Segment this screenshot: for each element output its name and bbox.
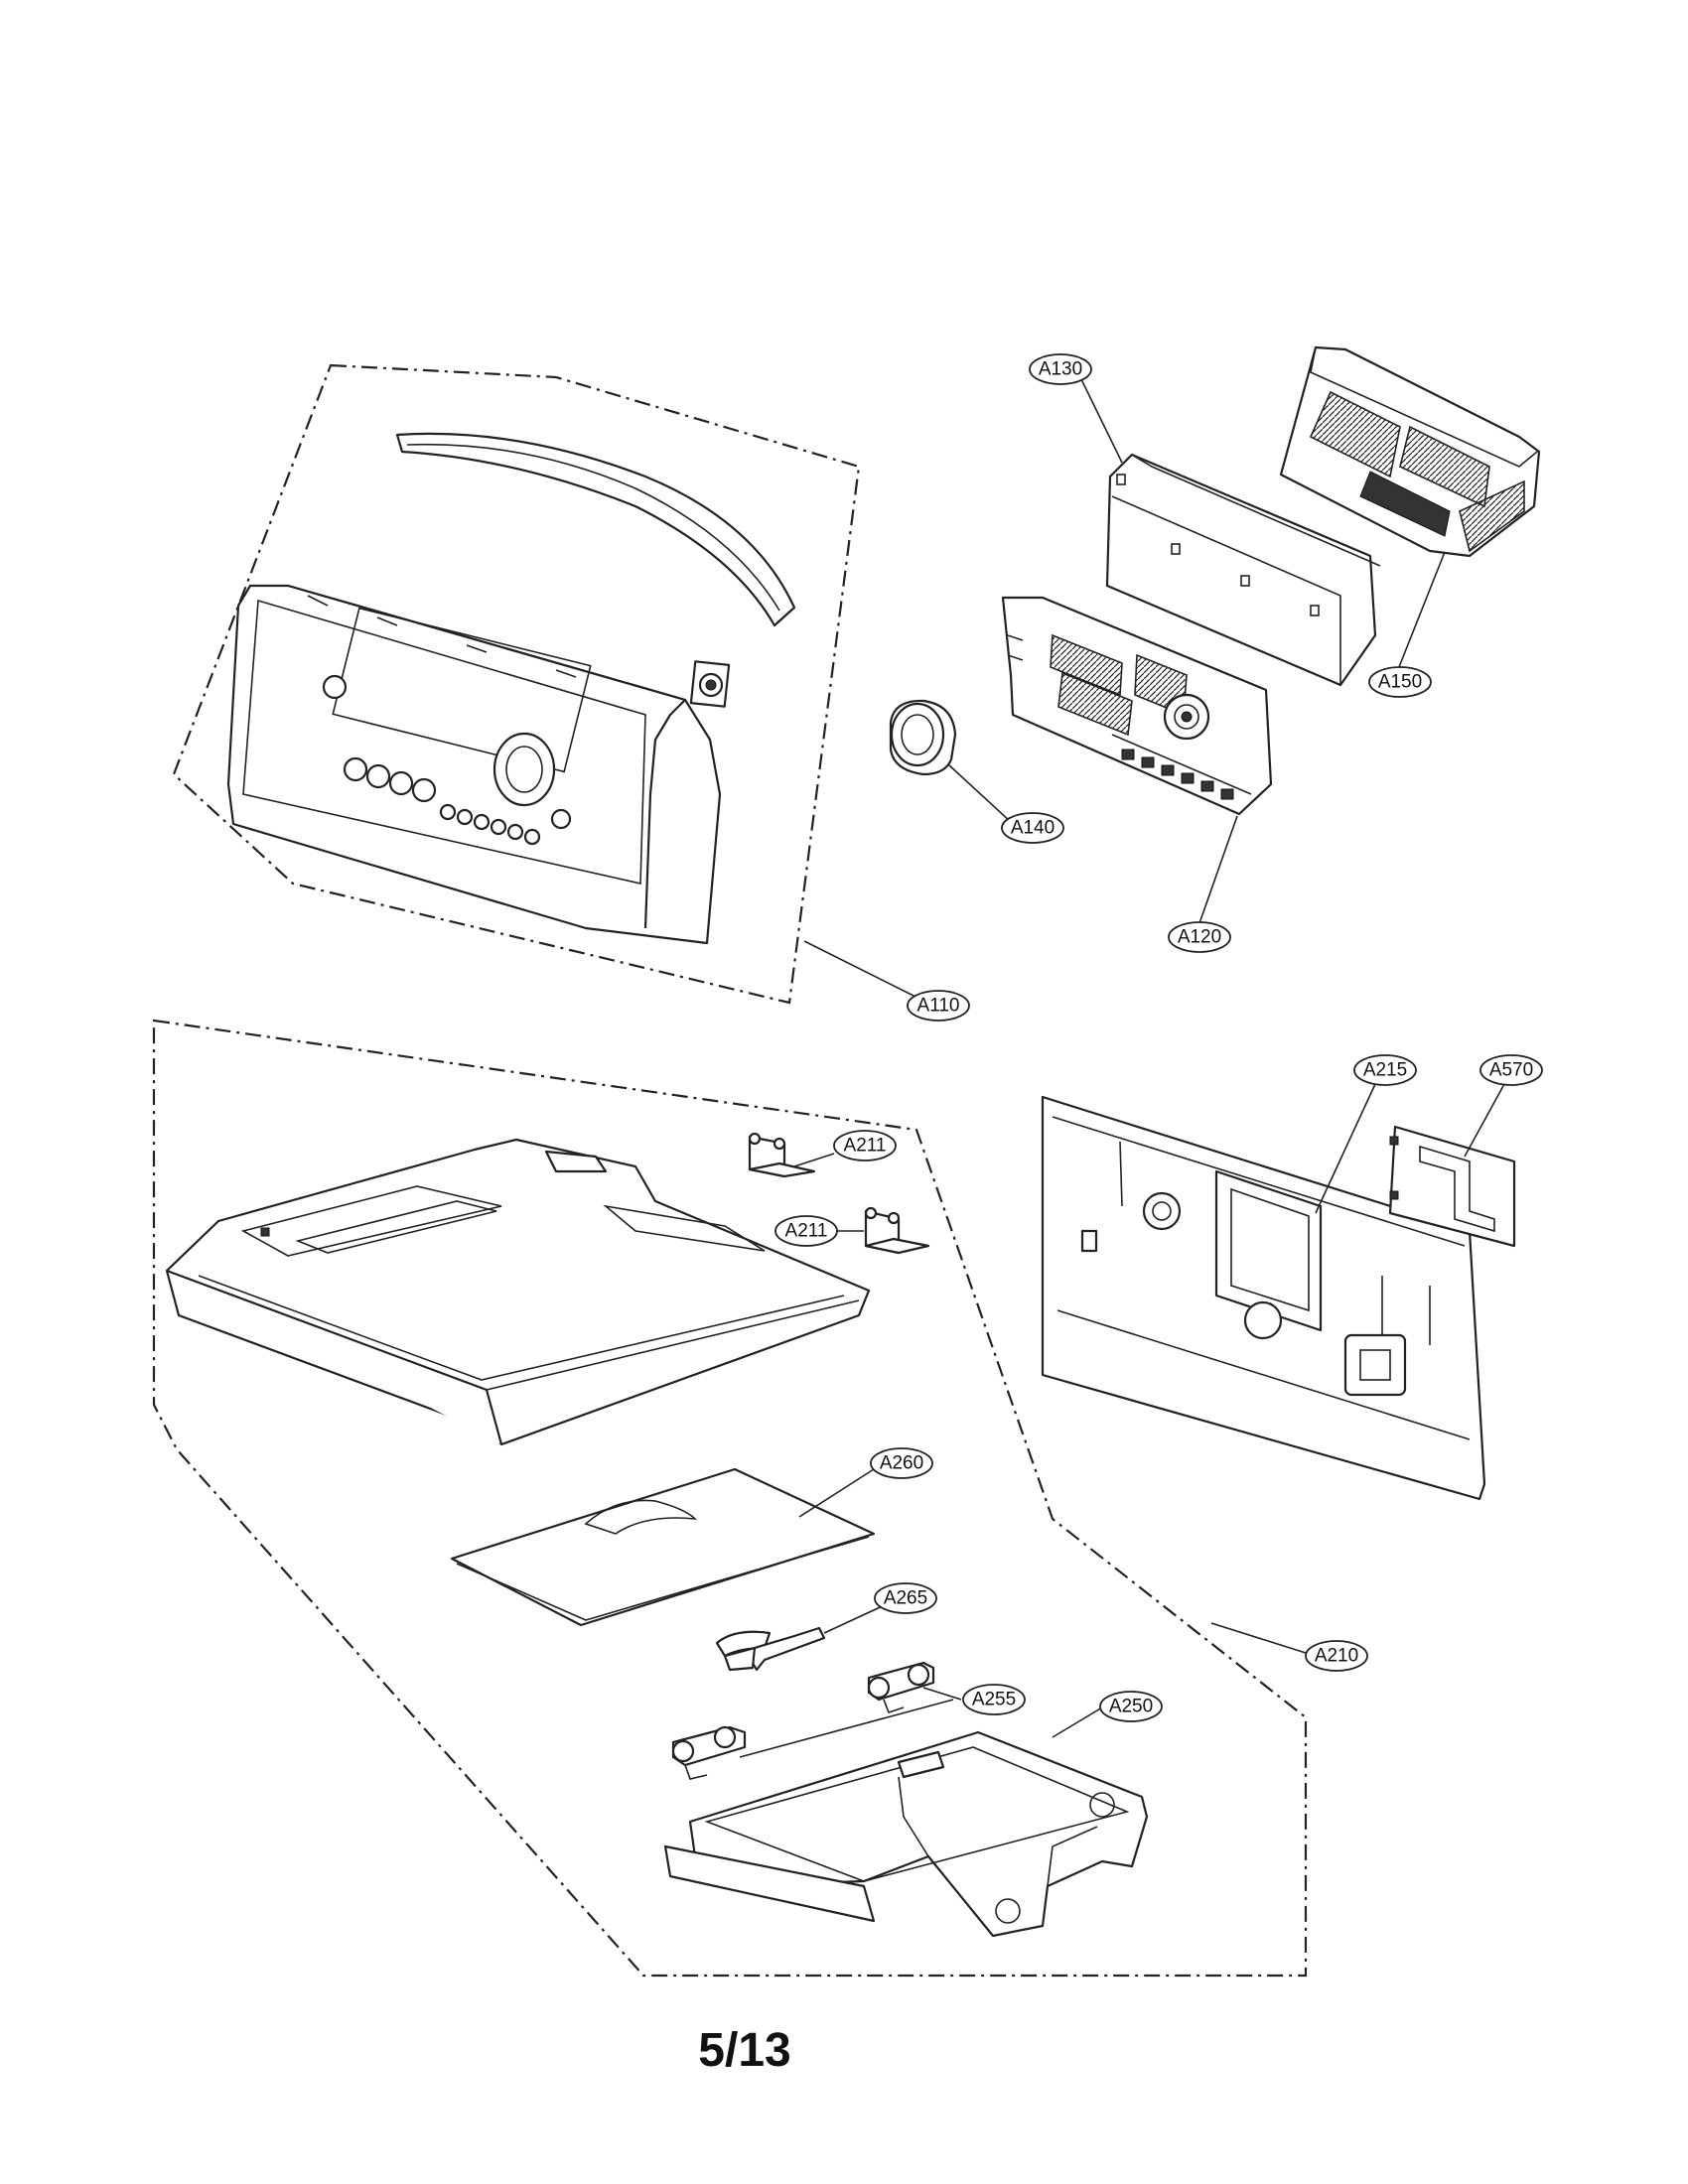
callout-a210: A210 — [1305, 1640, 1368, 1672]
callout-a255: A255 — [962, 1684, 1026, 1715]
panel-knob-bracket — [689, 660, 731, 708]
svg-text:A260: A260 — [880, 1453, 923, 1474]
svg-text:A210: A210 — [1315, 1646, 1358, 1667]
control-panel-trim-strip — [395, 432, 796, 627]
svg-text:A265: A265 — [884, 1588, 927, 1609]
callout-a120: A120 — [1168, 921, 1231, 953]
callout-a260: A260 — [870, 1447, 933, 1479]
bezel-a250 — [663, 1730, 1149, 1938]
hinge-pin-a255-right — [867, 1661, 935, 1714]
cover-plate-a570 — [1388, 1125, 1516, 1248]
svg-text:A570: A570 — [1489, 1060, 1533, 1081]
callout-a250: A250 — [1099, 1691, 1163, 1722]
callout-a265: A265 — [874, 1582, 937, 1614]
callout-a140: A140 — [1001, 812, 1064, 844]
hinge-a211-lower — [864, 1206, 930, 1255]
callout-a211-lower: A211 — [774, 1215, 838, 1247]
display-pcb-a130 — [1105, 453, 1381, 687]
handle-a265 — [715, 1626, 826, 1672]
callout-a211-upper: A211 — [833, 1130, 897, 1161]
hinge-pin-a255-left — [671, 1725, 747, 1780]
svg-text:A255: A255 — [972, 1690, 1016, 1710]
svg-text:A211: A211 — [785, 1221, 828, 1242]
callout-a215: A215 — [1353, 1054, 1417, 1086]
svg-text:A211: A211 — [844, 1136, 887, 1157]
page-number: 5/13 — [698, 2024, 791, 2077]
control-panel-housing — [226, 584, 722, 945]
pcb-cover-a150 — [1279, 345, 1541, 558]
svg-text:A250: A250 — [1109, 1697, 1153, 1717]
svg-text:A215: A215 — [1363, 1060, 1407, 1081]
callout-a110: A110 — [907, 990, 970, 1022]
svg-text:A110: A110 — [917, 996, 960, 1017]
a210-group-boundary — [152, 1019, 1308, 1978]
callout-a570: A570 — [1479, 1054, 1543, 1086]
svg-text:A140: A140 — [1011, 818, 1055, 839]
a110-group-boundary — [172, 363, 861, 1005]
svg-text:A150: A150 — [1378, 672, 1422, 693]
hinge-a211-upper — [748, 1132, 816, 1178]
svg-text:A120: A120 — [1178, 927, 1221, 948]
callout-a130: A130 — [1029, 353, 1092, 385]
top-cover — [165, 1138, 871, 1446]
lid-a260 — [450, 1467, 876, 1627]
callout-a150: A150 — [1368, 666, 1432, 698]
main-pcb-a120 — [1001, 596, 1273, 816]
svg-text:A130: A130 — [1039, 359, 1082, 380]
back-panel — [1041, 1095, 1486, 1501]
knob-a140 — [889, 699, 957, 776]
